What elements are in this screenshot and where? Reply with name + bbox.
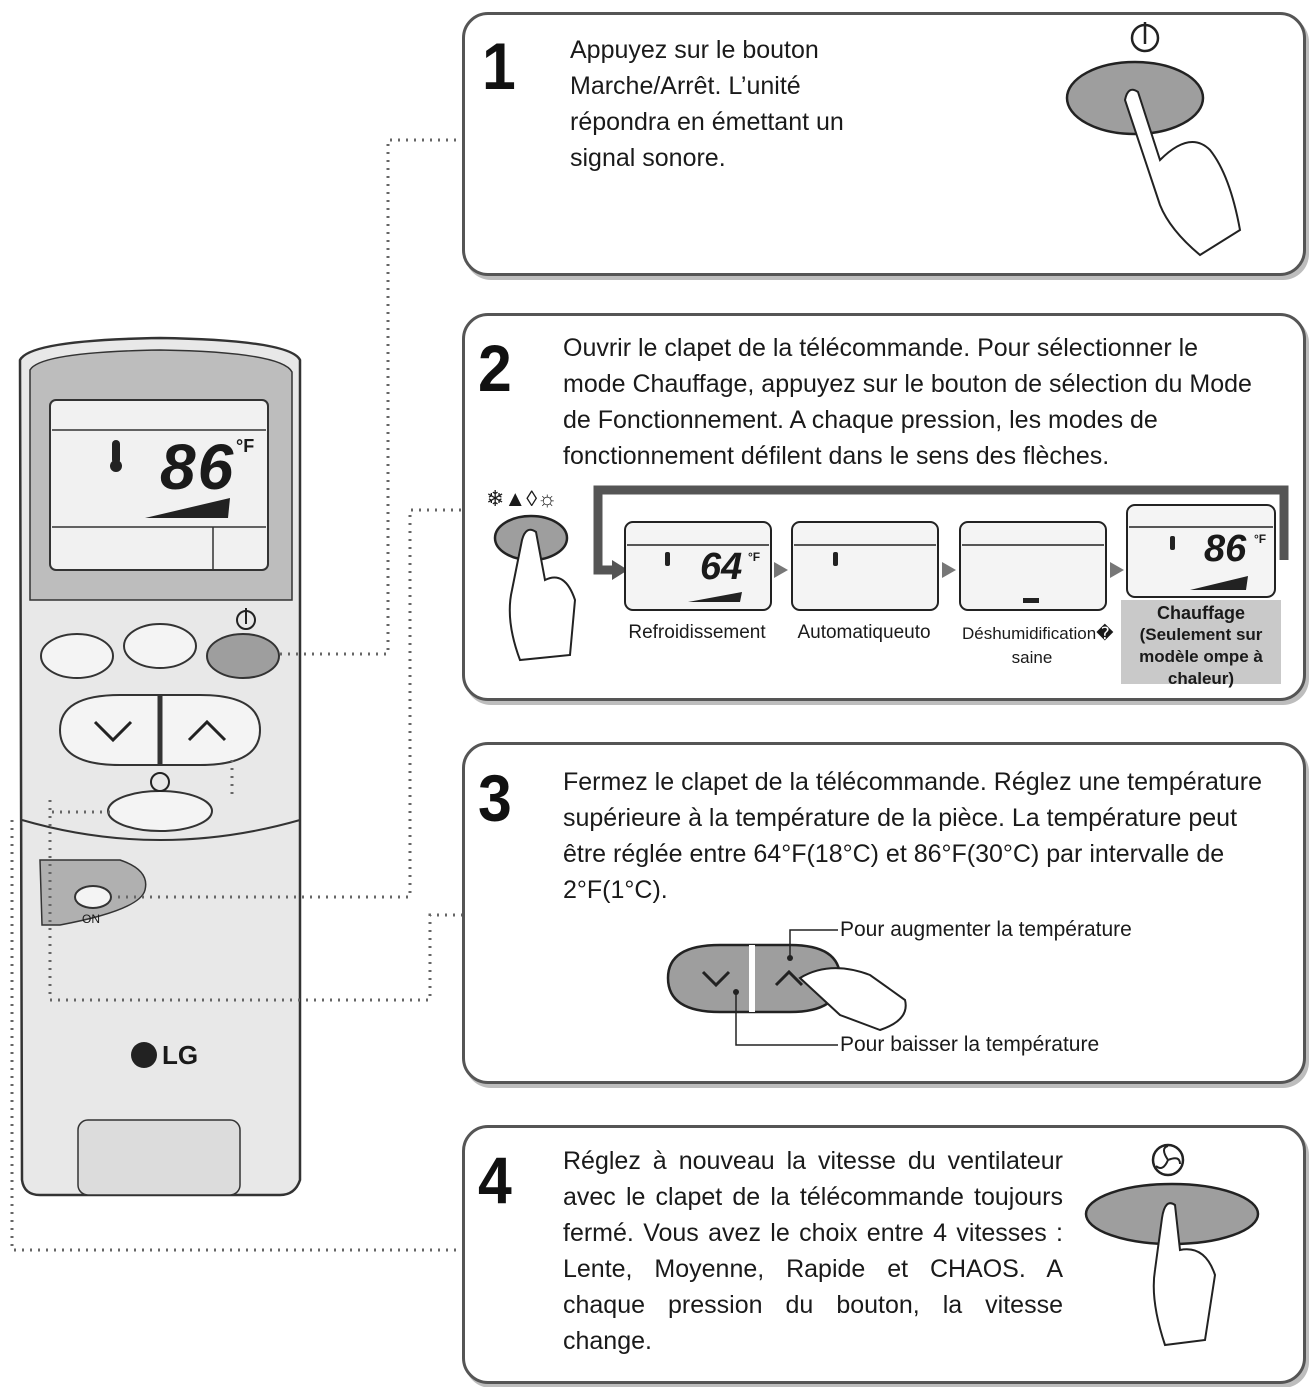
mode-heating-title: Chauffage (1156, 603, 1245, 623)
remote-brand-logo: LG (162, 1040, 199, 1070)
mode-label-auto: Automatiqueuto (797, 622, 931, 643)
step-4-text: Réglez à nouveau la vitesse du ventilate… (563, 1147, 1063, 1355)
step-1-panel (462, 12, 1306, 276)
mode-label-cooling: Refroidissement (628, 622, 766, 643)
callout-increase-temp: Pour augmenter la température (840, 918, 1132, 941)
mode-heating-note: (Seulement sur modèle ompe à chaleur) (1139, 625, 1263, 688)
mode-heat-temp: 86 (1204, 528, 1247, 570)
step-3-number: 3 (478, 761, 512, 835)
mode-label-dehumidify: Déshumidification� saine (962, 624, 1114, 667)
step-2-number: 2 (478, 331, 512, 405)
step-1-text: Appuyez sur le bouton Marche/Arrêt. L’un… (570, 36, 844, 172)
fan-icon (1153, 1145, 1183, 1175)
mode-label-heating: Chauffage (Seulement sur modèle ompe à c… (1121, 600, 1281, 688)
mode-icons: ❄▲◊☼ (486, 486, 558, 511)
remote-display-temp: 86 (160, 431, 236, 503)
step-4-number: 4 (478, 1143, 512, 1217)
callout-decrease-temp: Pour baisser la température (840, 1033, 1100, 1056)
mode-cool-unit: °F (748, 550, 761, 564)
step-1-number: 1 (482, 29, 516, 103)
remote-display-unit: °F (236, 436, 255, 456)
step-3-text: Fermez le clapet de la télécommande. Rég… (563, 768, 1262, 904)
step-2-text: Ouvrir le clapet de la télécommande. Pou… (563, 334, 1252, 470)
mode-cool-temp: 64 (700, 546, 743, 588)
remote-flap-label: ON (82, 912, 100, 926)
mode-heat-unit: °F (1254, 532, 1267, 546)
